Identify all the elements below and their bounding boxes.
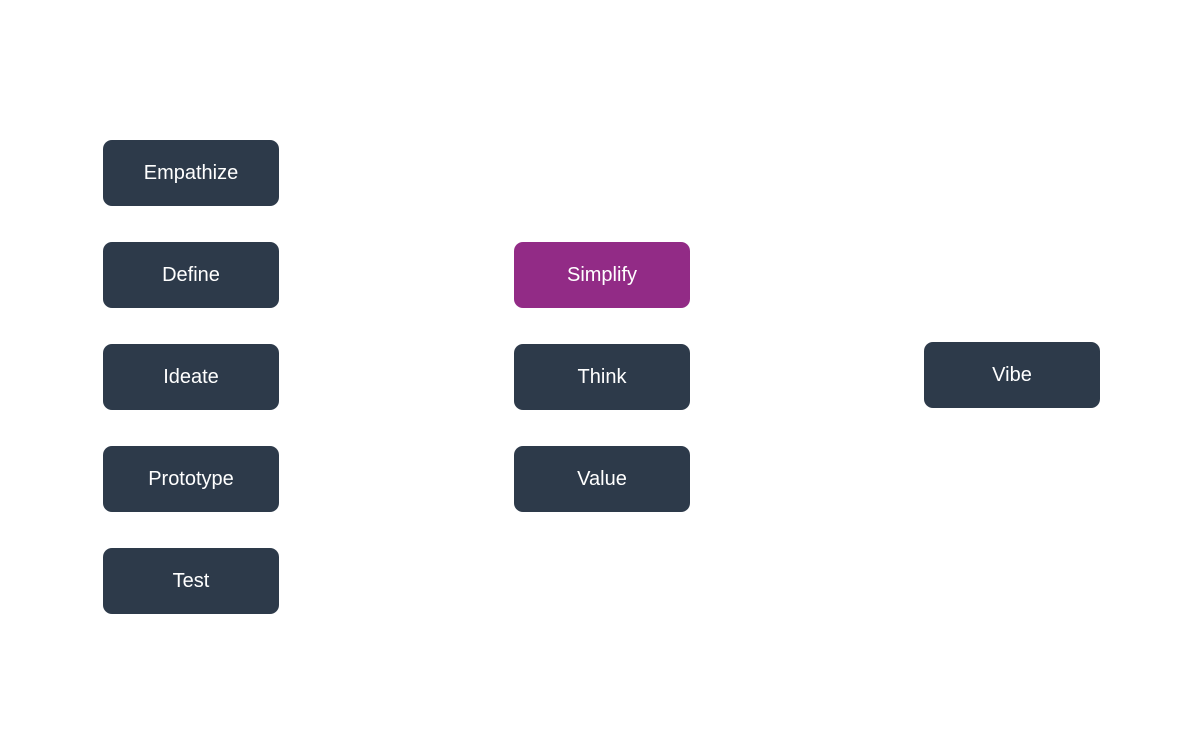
node-label: Vibe — [992, 363, 1032, 386]
node-vibe[interactable]: Vibe — [924, 342, 1100, 408]
node-label: Empathize — [143, 161, 239, 184]
node-empathize[interactable]: Empathize — [103, 140, 279, 206]
node-value[interactable]: Value — [514, 446, 690, 512]
node-label: Simplify — [566, 263, 637, 286]
node-ideate[interactable]: Ideate — [103, 344, 279, 410]
node-label: Define — [162, 263, 220, 286]
node-label: Test — [172, 569, 210, 592]
node-define[interactable]: Define — [103, 242, 279, 308]
node-simplify[interactable]: Simplify — [514, 242, 690, 308]
node-label: Think — [577, 365, 627, 388]
node-prototype[interactable]: Prototype — [103, 446, 279, 512]
node-label: Value — [577, 467, 627, 490]
node-test[interactable]: Test — [103, 548, 279, 614]
node-think[interactable]: Think — [514, 344, 690, 410]
node-label: Ideate — [163, 365, 219, 388]
node-label: Prototype — [148, 467, 234, 490]
